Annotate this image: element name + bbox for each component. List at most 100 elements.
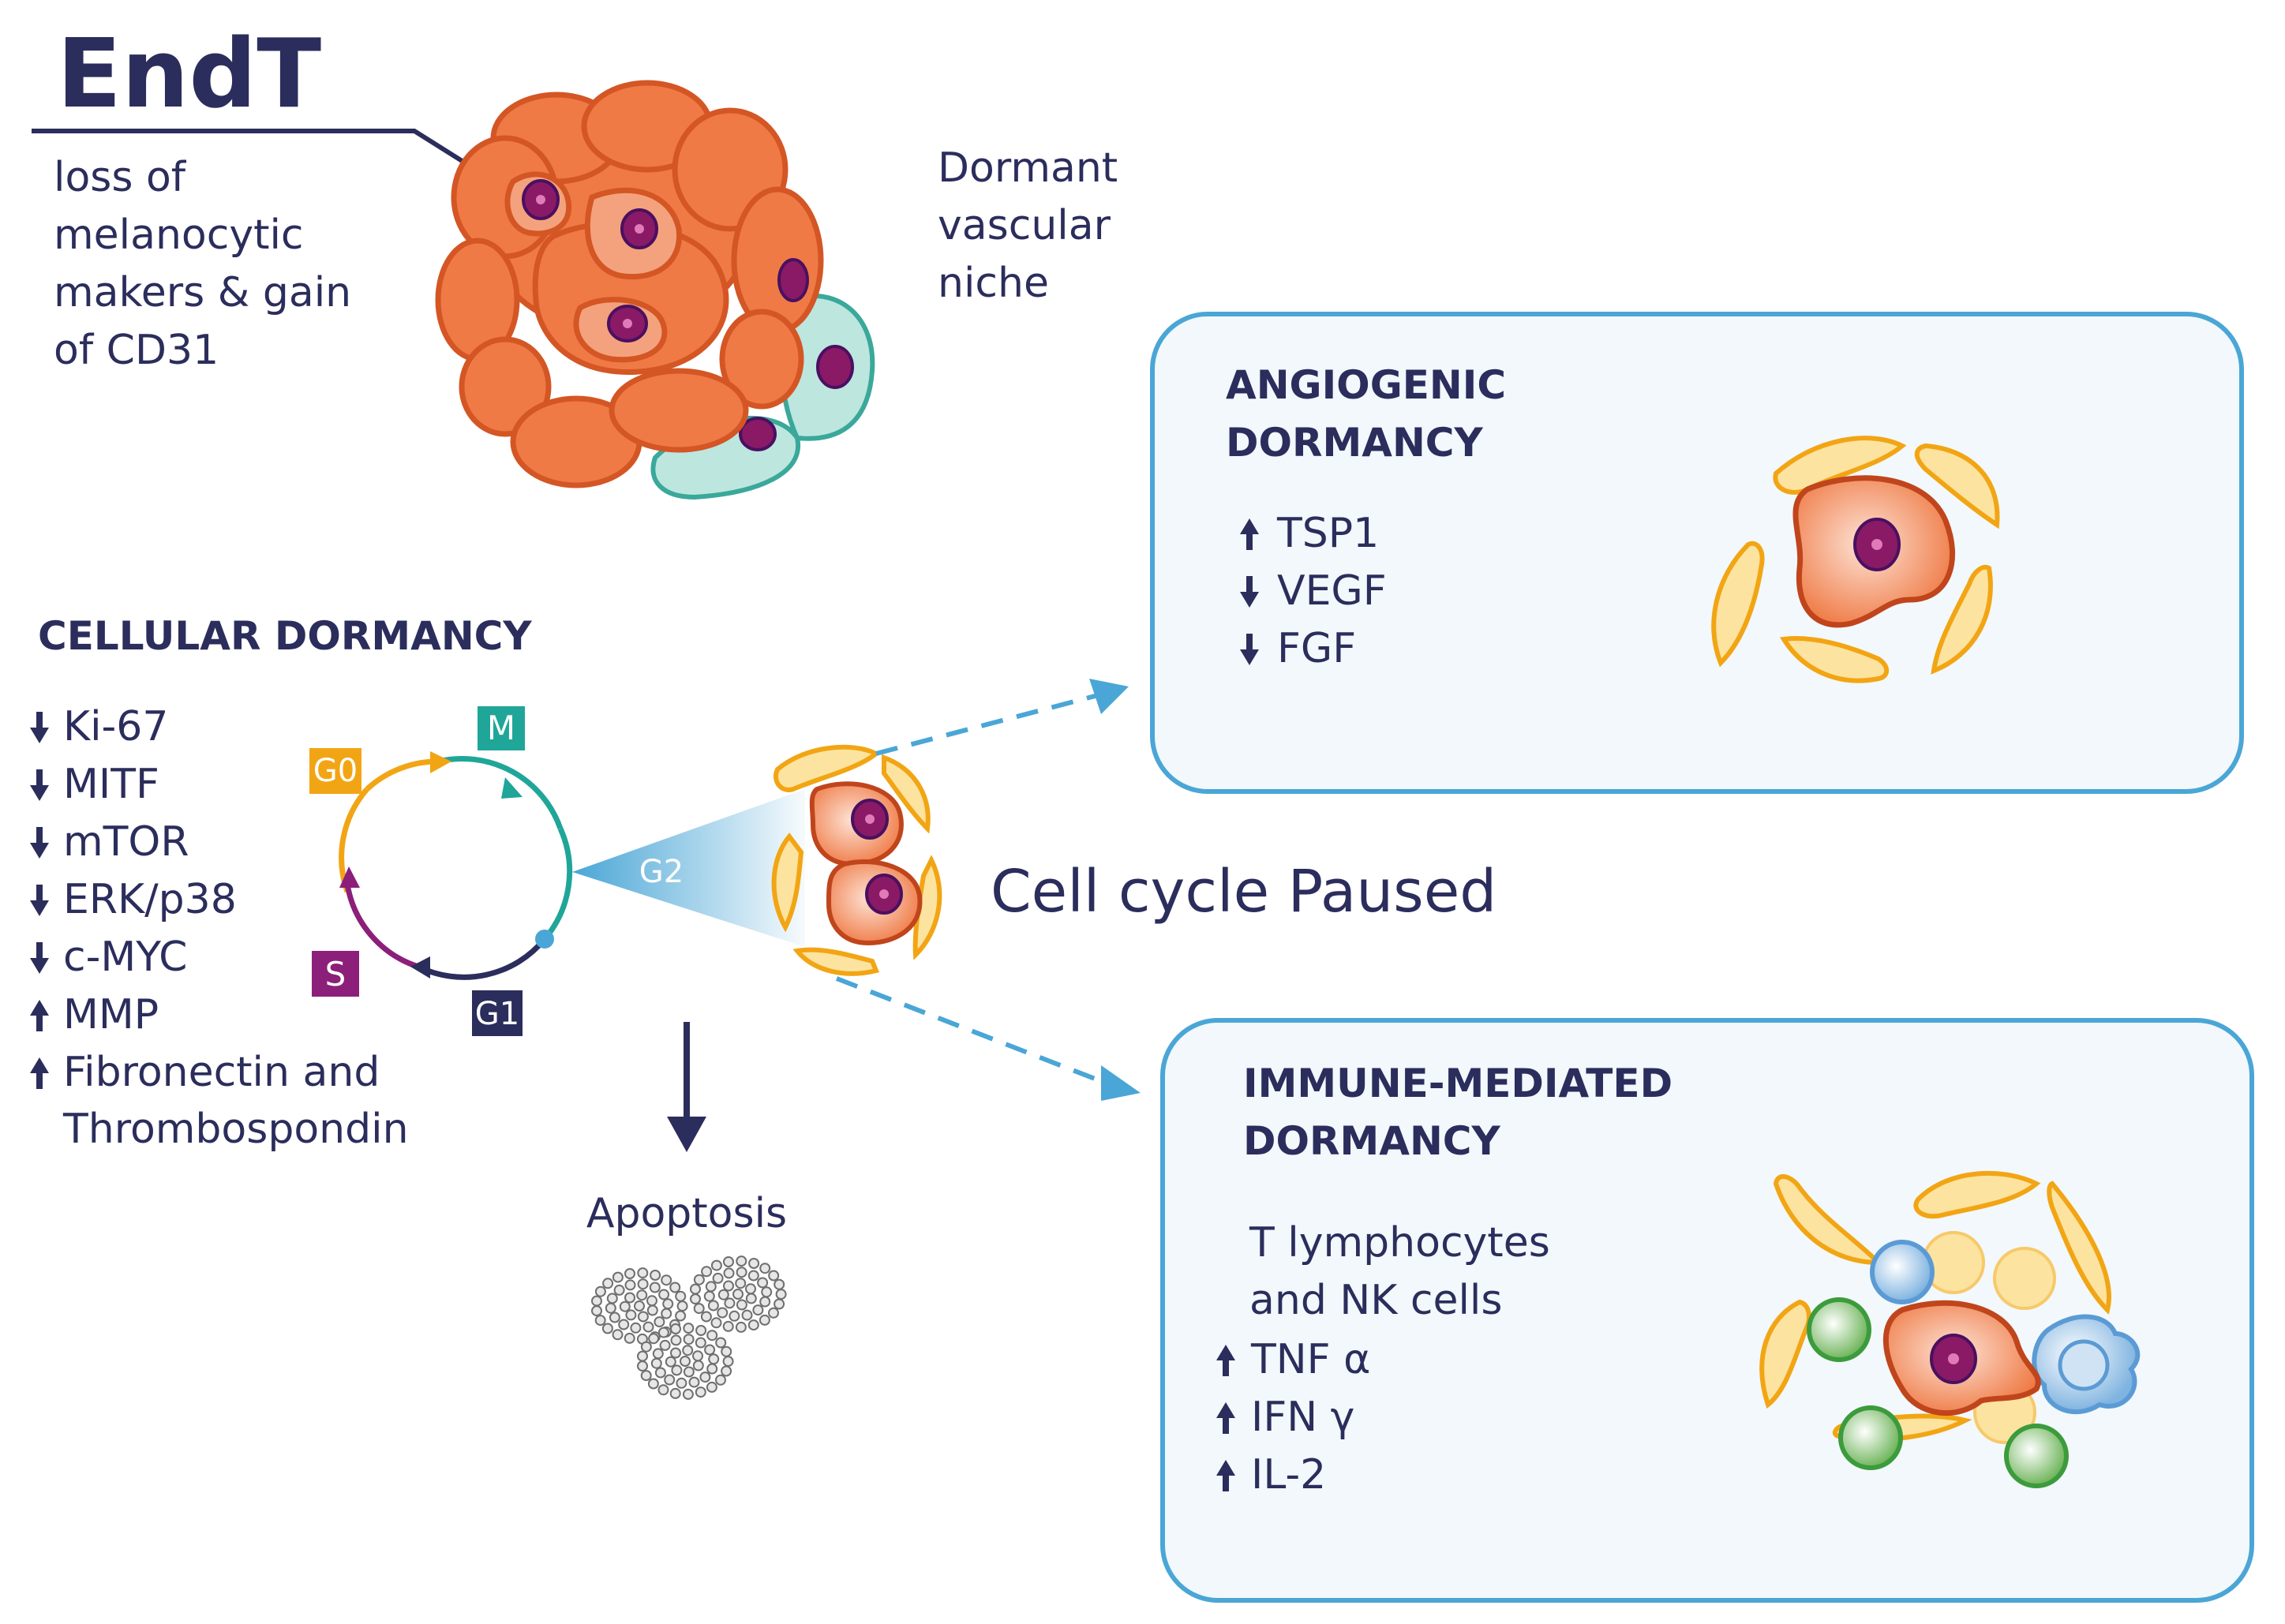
apoptotic-body: [757, 1277, 769, 1289]
down-arrow-icon: [30, 827, 49, 859]
apoptotic-body: [670, 1347, 681, 1359]
phase-m-label: M: [487, 709, 515, 747]
down-arrow-icon: [30, 712, 49, 743]
immune-dormancy-panel: IMMUNE-MEDIATED DORMANCY T lymphocytes a…: [1160, 1018, 2254, 1603]
apoptotic-body: [654, 1316, 665, 1328]
apoptotic-body: [676, 1300, 688, 1312]
phase-g0-badge: [309, 748, 361, 794]
apoptotic-body: [692, 1350, 703, 1362]
angiogenic-title-line-1: ANGIOGENIC: [1226, 362, 1506, 408]
apoptotic-body: [732, 1289, 744, 1300]
apoptotic-body: [721, 1365, 732, 1377]
marker-text: FGF: [1277, 625, 1356, 672]
apoptotic-body: [624, 1279, 636, 1291]
down-arrow-icon: [30, 885, 49, 916]
apoptotic-body: [683, 1334, 695, 1345]
apoptotic-body: [700, 1311, 712, 1323]
apoptotic-body: [654, 1367, 666, 1379]
apoptotic-body: [658, 1289, 670, 1300]
phase-g1-label: G1: [475, 996, 519, 1032]
apoptotic-body: [601, 1323, 613, 1334]
apoptotic-body: [630, 1322, 642, 1334]
apoptotic-body: [637, 1311, 649, 1323]
endt-desc-line-2: melanocytic: [54, 211, 304, 259]
apoptotic-body: [659, 1339, 671, 1351]
niche-line-1: Dormant: [938, 144, 1118, 192]
apoptotic-body: [695, 1386, 706, 1398]
apoptotic-body: [707, 1300, 719, 1312]
apoptotic-body: [715, 1374, 726, 1386]
marker-text: MITF: [63, 761, 159, 808]
apoptotic-body: [682, 1388, 694, 1400]
apoptotic-body: [648, 1333, 660, 1345]
angiogenic-panel-box: [1150, 312, 2244, 794]
apoptotic-body: [690, 1283, 701, 1295]
marker-text: IFN γ: [1251, 1394, 1354, 1441]
apoptotic-body: [602, 1278, 614, 1289]
apoptosis-label: Apoptosis: [586, 1190, 787, 1237]
marker-text: TSP1: [1276, 510, 1379, 557]
apoptotic-body: [675, 1310, 687, 1322]
apoptotic-body: [591, 1305, 602, 1317]
up-arrow-icon: [1240, 518, 1259, 550]
cycle-pause-point: [535, 930, 554, 949]
apoptotic-body: [706, 1330, 718, 1341]
apoptotic-bodies-illustration: [591, 1255, 787, 1400]
apoptotic-body: [717, 1289, 729, 1300]
apoptotic-body: [640, 1370, 652, 1382]
apoptotic-body: [741, 1309, 753, 1321]
apoptotic-body: [721, 1345, 732, 1357]
apoptotic-body: [640, 1341, 652, 1353]
cellular-marker-list: Ki-67MITFmTORERK/p38c-MYCMMPFibronectin …: [30, 703, 380, 1096]
phase-g1-badge: [472, 990, 523, 1036]
arrow-to-immune: [835, 976, 1107, 1085]
apoptotic-body: [735, 1278, 747, 1289]
apoptotic-body: [624, 1292, 635, 1304]
apoptotic-body: [683, 1323, 695, 1334]
apoptotic-body: [591, 1295, 602, 1307]
endt-title: EndT: [57, 20, 321, 129]
apoptotic-body: [618, 1319, 630, 1330]
apoptotic-body: [657, 1384, 669, 1396]
arrow-to-angiogenic: [875, 692, 1102, 756]
cycle-arrow-m: [501, 777, 523, 799]
apoptotic-body: [682, 1345, 694, 1356]
endt-desc-line-1: loss of: [54, 154, 187, 201]
apoptotic-body: [759, 1263, 771, 1274]
endt-description: loss of melanocytic makers & gain of CD3…: [54, 154, 351, 374]
apoptotic-body: [752, 1304, 764, 1316]
paused-cells-illustration: [771, 744, 942, 976]
apoptotic-body: [736, 1267, 747, 1278]
apoptotic-body: [636, 1289, 648, 1301]
apoptotic-body: [612, 1329, 624, 1341]
apoptotic-body: [717, 1307, 729, 1319]
phase-g0-label: G0: [313, 753, 358, 789]
apoptotic-body: [647, 1378, 659, 1390]
apoptotic-body: [688, 1376, 700, 1388]
apoptotic-body: [736, 1299, 747, 1311]
apoptotic-body: [606, 1293, 618, 1304]
up-arrow-icon: [1216, 1402, 1235, 1434]
apoptotic-body: [619, 1300, 631, 1312]
niche-line-3: niche: [938, 260, 1049, 307]
marker-text: mTOR: [63, 818, 189, 866]
apoptotic-body: [690, 1293, 701, 1305]
apoptotic-body: [723, 1280, 734, 1292]
apoptotic-body: [759, 1314, 770, 1326]
angiogenic-cell-illustration: [1711, 436, 2000, 683]
up-arrow-icon: [1216, 1345, 1235, 1376]
apoptotic-body: [680, 1356, 691, 1367]
apoptotic-body: [722, 1356, 734, 1368]
cycle-arc-s: [344, 883, 420, 970]
cell-cycle-wheel: G0 M S G1: [309, 706, 573, 1036]
apoptotic-body: [747, 1270, 759, 1282]
marker-text: Ki-67: [63, 703, 168, 750]
apoptotic-body: [705, 1281, 717, 1293]
up-arrow-icon: [1216, 1460, 1235, 1491]
up-arrow-icon: [30, 1000, 49, 1031]
phase-g2-label: G2: [639, 854, 684, 890]
phase-m-badge: [478, 706, 525, 750]
apoptotic-body: [657, 1327, 669, 1338]
